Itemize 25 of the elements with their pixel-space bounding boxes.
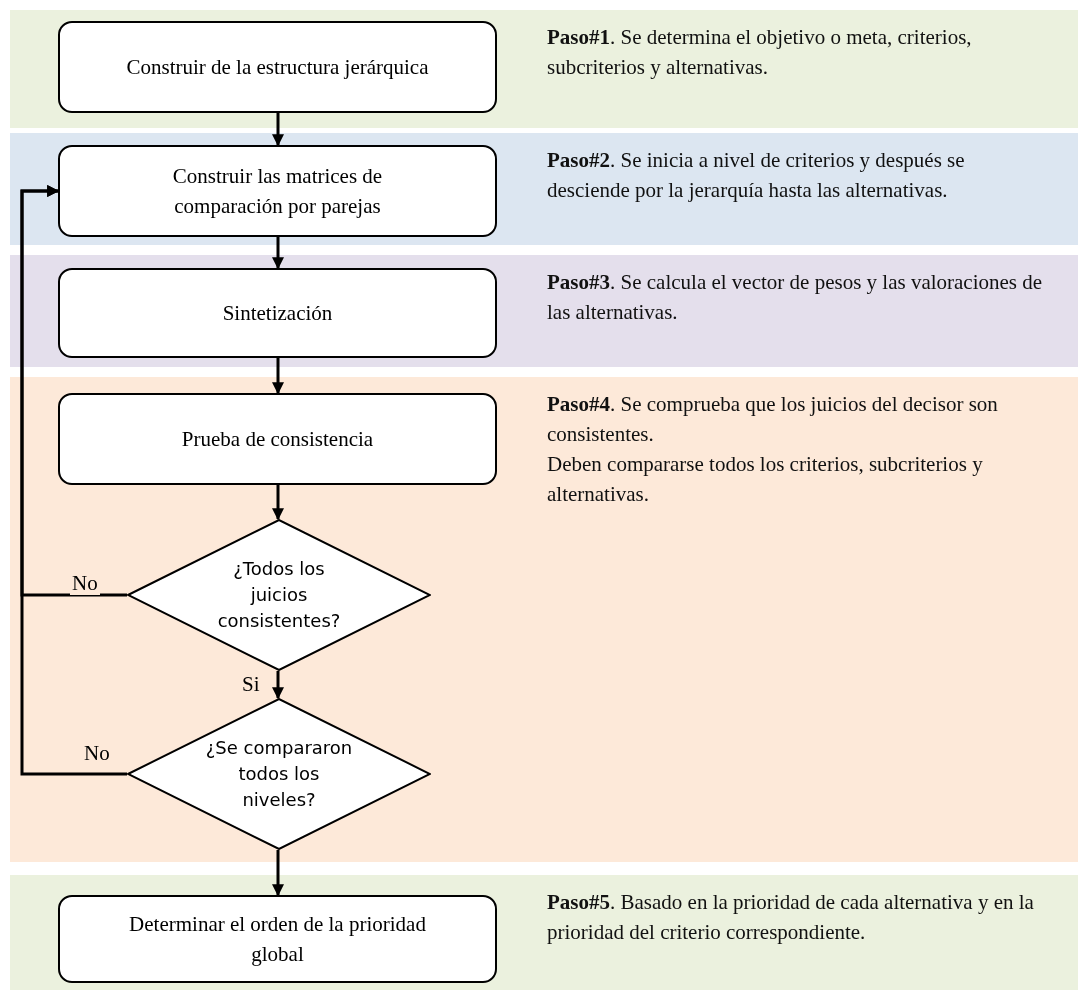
- step-band: [10, 875, 1078, 990]
- arrow: [272, 358, 284, 395]
- decision-diamond: ¿Todos los juicios consistentes?: [127, 519, 431, 671]
- step-description: Paso#1. Se determina el objetivo o meta, criterios, subcriterios y alternativas.: [547, 24, 973, 81]
- step-description: Paso#3. Se calcula el vector de pesos y las valoraciones de las alternativas.: [547, 269, 1044, 326]
- arrow: [272, 237, 284, 270]
- process-box: Determinar el orden de la prioridad global: [58, 895, 497, 983]
- step-description: Paso#2. Se inicia a nivel de criterios y después se desciende por la jerarquía hasta las alternativas.: [547, 147, 966, 204]
- process-box: Construir las matrices de comparación por parejas: [58, 145, 497, 237]
- step-description: Paso#5. Basado en la prioridad de cada alternativa y en la prioridad del criterio correspondiente.: [547, 889, 1035, 946]
- arrow: [272, 485, 284, 521]
- process-box: Prueba de consistencia: [58, 393, 497, 485]
- step-description: Deben compararse todos los criterios, subcriterios y alternativas.: [547, 451, 984, 508]
- arrow: [20, 185, 127, 776]
- process-box: Construir de la estructura jerárquica: [58, 21, 497, 113]
- arrow: [272, 671, 284, 700]
- step-description: Paso#4. Se comprueba que los juicios del decisor son consistentes.: [547, 391, 999, 448]
- step-band: [10, 377, 1078, 862]
- step-band: [10, 10, 1078, 128]
- process-box: Sintetización: [58, 268, 497, 358]
- arrow: [272, 850, 284, 897]
- decision-diamond: ¿Se compararon todos los niveles?: [127, 698, 431, 850]
- arrow: [272, 113, 284, 147]
- step-band: [10, 133, 1078, 245]
- step-band: [10, 255, 1078, 367]
